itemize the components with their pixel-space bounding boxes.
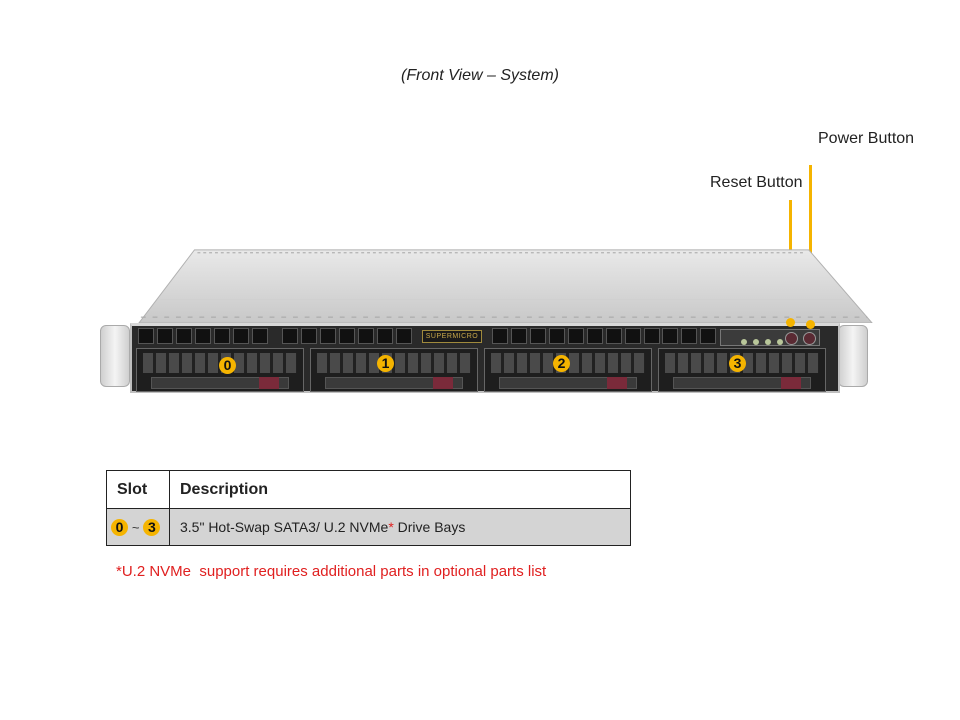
power-leader-line xyxy=(809,165,812,325)
status-led xyxy=(741,339,747,345)
slot-cell: 0 ~ 3 xyxy=(106,508,170,546)
header-description: Description xyxy=(169,470,631,509)
left-rack-ear xyxy=(100,325,130,387)
footnote: *U.2 NVMe support requires additional pa… xyxy=(116,563,547,580)
bay-number-badge: 0 xyxy=(219,357,236,374)
footnote-mark: * xyxy=(388,519,394,535)
power-button[interactable] xyxy=(803,332,816,345)
drive-bay-2[interactable]: 2 xyxy=(484,348,652,392)
power-leader-dot xyxy=(806,320,815,329)
slot-end-badge: 3 xyxy=(143,518,161,536)
description-suffix: Drive Bays xyxy=(393,519,466,535)
power-button-callout-label: Power Button xyxy=(818,130,915,147)
reset-button-callout-label: Reset Button xyxy=(710,174,803,191)
bay-number-badge: 1 xyxy=(377,355,394,372)
drive-bay-0[interactable]: 0 xyxy=(136,348,304,392)
drive-latch[interactable] xyxy=(607,377,627,389)
reset-button[interactable] xyxy=(785,332,798,345)
drive-latch[interactable] xyxy=(433,377,453,389)
vent-row xyxy=(138,328,268,346)
drive-bay-1[interactable]: 1 xyxy=(310,348,478,392)
slot-start-badge: 0 xyxy=(111,518,128,536)
server-chassis-illustration: SUPERMICRO 0 1 2 3 xyxy=(92,245,882,405)
chassis-top-lid xyxy=(138,249,873,323)
status-led xyxy=(777,339,783,345)
table-row: 0 ~ 3 3.5" Hot-Swap SATA3/ U.2 NVMe* Dri… xyxy=(106,508,631,546)
drive-bay-3[interactable]: 3 xyxy=(658,348,826,392)
figure-caption: (Front View – System) xyxy=(401,67,559,84)
description-cell: 3.5" Hot-Swap SATA3/ U.2 NVMe* Drive Bay… xyxy=(169,508,631,546)
supermicro-logo: SUPERMICRO xyxy=(422,330,482,343)
status-led xyxy=(753,339,759,345)
description-text: 3.5" Hot-Swap SATA3/ U.2 NVMe xyxy=(180,519,389,535)
chassis-front-panel: SUPERMICRO 0 1 2 3 xyxy=(130,323,840,393)
slot-range-separator: ~ xyxy=(131,519,140,535)
vent-row xyxy=(492,328,660,346)
drive-latch[interactable] xyxy=(781,377,801,389)
bay-number-badge: 3 xyxy=(729,355,746,372)
status-led xyxy=(765,339,771,345)
reset-leader-dot xyxy=(786,318,795,327)
vent-row xyxy=(662,328,716,346)
right-rack-ear xyxy=(838,325,868,387)
table-header-row: Slot Description xyxy=(106,470,631,509)
bay-number-badge: 2 xyxy=(553,355,570,372)
header-slot: Slot xyxy=(106,470,170,509)
vent-row xyxy=(282,328,412,346)
control-panel xyxy=(720,329,820,346)
drive-latch[interactable] xyxy=(259,377,279,389)
slot-description-table: Slot Description 0 ~ 3 3.5" Hot-Swap SAT… xyxy=(106,470,631,546)
